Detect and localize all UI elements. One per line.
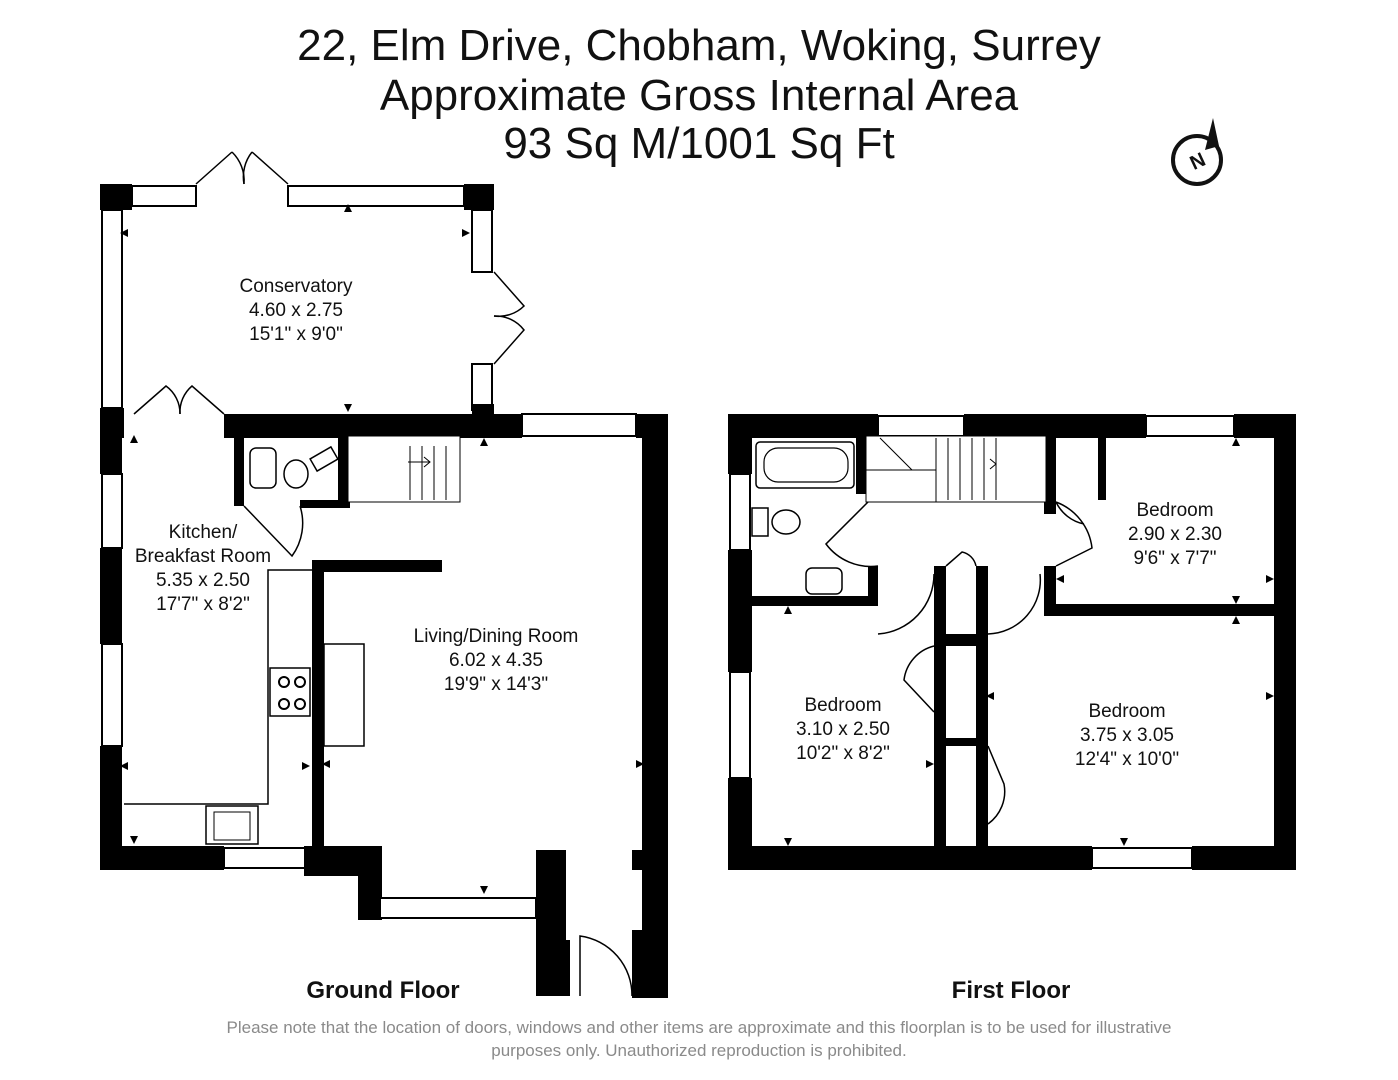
living-metric: 6.02 x 4.35 (449, 650, 543, 671)
bedroom-left-metric: 3.10 x 2.50 (796, 719, 890, 740)
address-title: 22, Elm Drive, Chobham, Woking, Surrey (297, 21, 1101, 70)
dimension-markers (120, 204, 644, 894)
bedroom-left-imperial: 10'2" x 8'2" (796, 743, 890, 764)
conservatory-metric: 4.60 x 2.75 (249, 300, 343, 321)
bedroom-small-metric: 2.90 x 2.30 (1128, 524, 1222, 545)
kitchen-imperial: 17'7" x 8'2" (156, 594, 250, 615)
bedroom-right-imperial: 12'4" x 10'0" (1075, 749, 1179, 770)
svg-text:N: N (1187, 149, 1209, 175)
area-subtitle: Approximate Gross Internal Area (379, 71, 1019, 120)
first-floor-label: First Floor (952, 977, 1071, 1004)
kitchen-metric: 5.35 x 2.50 (156, 570, 250, 591)
kitchen-name-line1: Kitchen/ (169, 522, 238, 543)
ground-floor-plan (100, 151, 668, 998)
disclaimer-line1: Please note that the location of doors, … (226, 1018, 1172, 1037)
first-floor-plan (728, 414, 1296, 870)
bedroom-small-imperial: 9'6" x 7'7" (1133, 548, 1216, 569)
north-compass-icon: N (1171, 118, 1223, 186)
kitchen-name-line2: Breakfast Room (135, 546, 271, 567)
living-name: Living/Dining Room (414, 626, 579, 647)
conservatory-name: Conservatory (240, 276, 353, 297)
area-value: 93 Sq M/1001 Sq Ft (503, 119, 895, 168)
ground-floor-label: Ground Floor (306, 977, 459, 1004)
bedroom-left-name: Bedroom (804, 695, 881, 716)
disclaimer-line2: purposes only. Unauthorized reproduction… (491, 1041, 907, 1060)
disclaimer: Please note that the location of doors, … (100, 1016, 1298, 1062)
bedroom-small-name: Bedroom (1136, 500, 1213, 521)
living-imperial: 19'9" x 14'3" (444, 674, 548, 695)
bedroom-right-metric: 3.75 x 3.05 (1080, 725, 1174, 746)
dimension-markers-first (784, 438, 1274, 846)
bedroom-right-name: Bedroom (1088, 701, 1165, 722)
conservatory-imperial: 15'1" x 9'0" (249, 324, 343, 345)
